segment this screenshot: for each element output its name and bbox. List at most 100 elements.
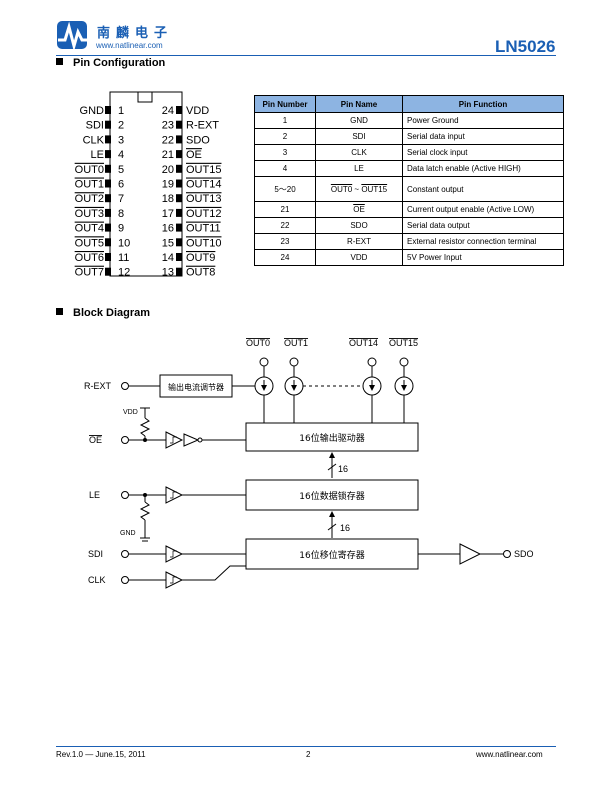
bd-clk-label: CLK [88,575,106,585]
cell-pin-name: VDD [315,249,403,266]
pin-name-oe: OE [186,149,202,161]
cell-pin-name: LE [315,160,403,177]
pin-name-out13: OUT13 [186,193,221,205]
table-header-row: Pin Number Pin Name Pin Function [254,95,564,113]
bd-vdd-label: VDD [123,409,138,416]
cell-pin-number: 2 [254,128,316,145]
bd-clk-terminal [121,576,129,584]
pin-pad [176,179,182,188]
pin-number: 11 [118,252,129,264]
pin-number: 8 [118,208,124,220]
bd-current-regulator [159,374,233,398]
part-number: LN5026 [495,37,556,56]
pin-name-out0: OUT0 [75,164,104,176]
bd-le-buffer [165,486,184,504]
bd-pulldown-resistor [139,501,151,521]
bd-bus2-width: 16 [340,523,350,533]
pin-number: 5 [118,164,124,176]
bd-latch-label: 16位数据锁存器 [299,490,364,502]
pin-config-heading: Pin Configuration [56,57,165,69]
pin-pad [105,194,111,203]
pin-name-le: LE [91,149,104,161]
pin-name-out1: OUT1 [75,179,104,191]
bd-bus1-width: 16 [338,464,348,474]
pin-pad [105,164,111,173]
header-website: www.natlinear.com [96,41,163,50]
pin-number: 14 [162,252,174,264]
bd-current-source-arrows [261,380,407,391]
bd-sdi-buffer [165,545,184,563]
col-header-pin-name: Pin Name [315,95,403,113]
cell-pin-function: Serial data input [402,128,564,145]
pin-number: 2 [118,120,124,132]
cell-pin-function: Constant output [402,176,564,202]
pin-pad [176,253,182,261]
pin-name-out11: OUT11 [186,223,221,235]
pin-number: 10 [118,237,130,249]
pin-name-out14: OUT14 [186,179,221,191]
bd-sdo-label: SDO [514,549,534,559]
bd-clk-buffer [165,571,184,589]
pin-number: 24 [162,105,174,117]
bd-rext-terminal [121,382,129,390]
pin-number: 21 [162,149,174,161]
pin-name-vdd: VDD [186,105,209,117]
cell-pin-name: OE [315,201,403,218]
block-diagram: OUT0 OUT1 OUT14 OUT15 R-EXT 输出电流调节器 16位输… [84,338,534,589]
pin-number: 23 [162,120,174,132]
pin-name-sdi: SDI [86,120,104,132]
cell-pin-function: 5V Power Input [402,249,564,266]
section-bullet-icon [56,308,63,315]
pin-pad [176,164,182,173]
company-name-cn: 南麟电子 [97,26,174,41]
pin-name-out12: OUT12 [186,208,221,220]
cell-pin-name: R-EXT [315,233,403,250]
bd-sdi-label: SDI [88,549,103,559]
pin-number: 9 [118,223,124,235]
pin-pad [176,267,182,276]
bd-le-label: LE [89,490,100,500]
pin-name-out9: OUT9 [186,252,215,264]
pin-number: 12 [118,267,130,279]
pin-pad [105,150,111,159]
cell-pin-number: 4 [254,160,316,177]
pin-name-sdo: SDO [186,134,210,146]
cell-pin-number: 22 [254,217,316,234]
bd-out15-label: OUT15 [389,338,418,348]
pin-number: 6 [118,179,124,191]
bd-sdi-terminal [121,550,129,558]
pin-name-out3: OUT3 [75,208,104,220]
pin-pad [105,253,111,261]
pin-number: 19 [162,179,174,191]
pin-name-r-ext: R-EXT [186,120,219,132]
cell-pin-function: Serial clock input [402,144,564,161]
pin-number: 20 [162,164,174,176]
block-diagram-title: Block Diagram [73,307,151,319]
block-diagram-heading: Block Diagram [56,307,150,319]
bd-out1-label: OUT1 [284,338,308,348]
cell-pin-function: External resistor connection terminal [402,233,564,250]
pin-pad [105,179,111,188]
pin-name-out2: OUT2 [75,193,104,205]
pin-name-gnd: GND [80,105,105,117]
pin-pad [176,208,182,217]
bd-pullup-resistor [139,417,151,437]
bd-output-terminals [259,357,409,367]
pin-pad [176,194,182,203]
bd-oe-terminal [121,436,129,444]
pin-pad [105,223,111,232]
pin-config-title: Pin Configuration [73,57,166,69]
bd-shift-register [245,538,419,570]
company-logo-icon [57,21,92,52]
bd-oe-buffer [165,431,184,449]
section-bullet-icon [56,58,63,65]
bd-gnd-label: GND [120,530,136,537]
